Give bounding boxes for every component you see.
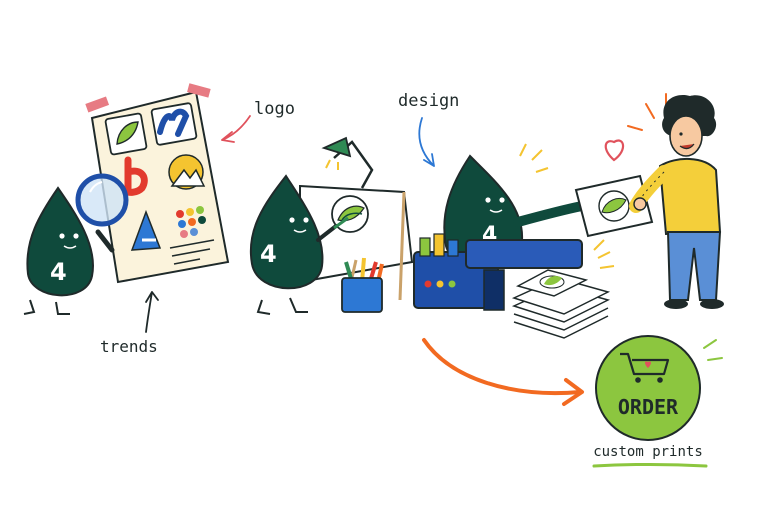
design-label: design (398, 91, 459, 111)
order-button-label: ORDER (618, 395, 679, 419)
trend-poster (85, 83, 230, 284)
printer-icon (413, 233, 583, 311)
customer-scene (604, 93, 724, 309)
printed-stack (511, 269, 611, 339)
handed-print (574, 174, 654, 238)
custom-prints-label: custom prints (593, 444, 703, 460)
design-annotation: design (398, 91, 459, 167)
mountain-logo-icon (168, 154, 206, 190)
logo-annotation: logo (221, 99, 295, 143)
red-b-logo-icon (124, 156, 148, 196)
trends-annotation: trends (100, 291, 159, 356)
logo-label: logo (254, 99, 295, 119)
customer-person (629, 94, 724, 309)
blue-swoosh-logo-icon (150, 102, 198, 146)
mascot-number-2: 4 (260, 240, 277, 268)
mascot-printer: 4 (443, 143, 587, 268)
pencil-cup-icon (341, 257, 384, 313)
mascot-number: 4 (50, 258, 67, 286)
blue-a-logo-icon (130, 209, 162, 251)
shopping-cart-icon (620, 352, 670, 383)
printing-scene: 4 (413, 143, 654, 339)
mascot-designer: 4 (249, 174, 349, 315)
order-button[interactable]: ORDER (595, 335, 701, 441)
magnifier-icon (75, 173, 129, 253)
flow-arrow (422, 338, 584, 406)
color-palette-swatches (176, 206, 206, 238)
mascot-researcher: 4 (23, 173, 129, 315)
custom-prints-caption: custom prints (592, 444, 708, 468)
desk-lamp-icon (321, 136, 374, 189)
heart-icon (604, 139, 625, 162)
trends-label: trends (100, 337, 158, 356)
trend-board-scene: 4 logo trends (23, 83, 295, 356)
design-desk-scene: 4 design (249, 91, 459, 315)
order-flow: ORDER custom prints (422, 335, 723, 468)
leaf-logo-icon (104, 112, 148, 156)
